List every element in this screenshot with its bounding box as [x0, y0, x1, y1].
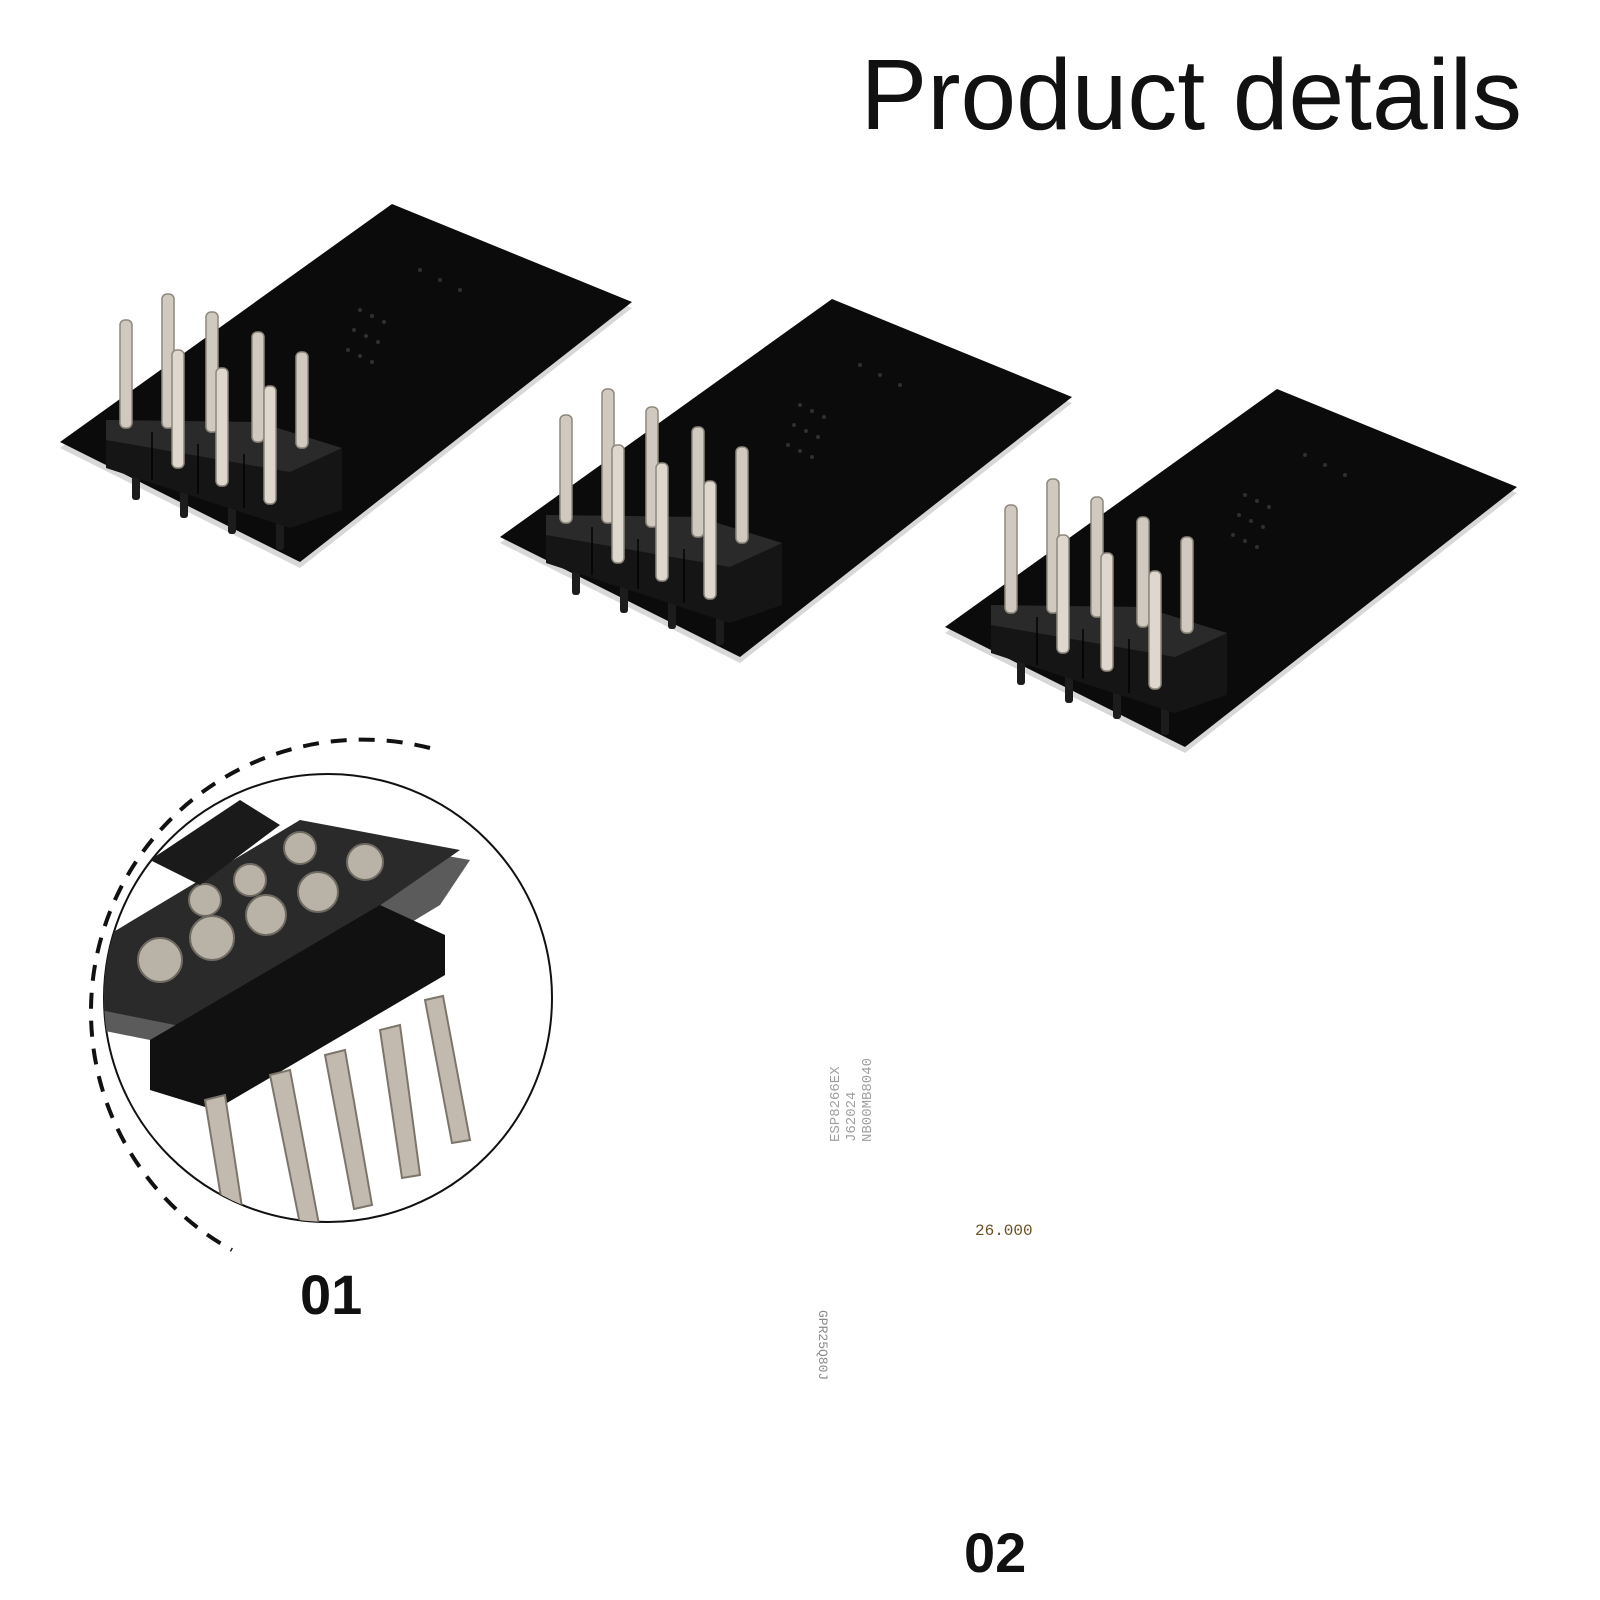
flash-marking: GPR25Q80J: [815, 1310, 830, 1381]
crystal-marking: 26.000: [975, 1222, 1033, 1240]
detail-label-02: 02: [964, 1521, 1027, 1584]
page-title: Product details: [860, 39, 1522, 151]
detail-01: [89, 737, 553, 1252]
mcu-line-1: ESP8266EX: [828, 1066, 844, 1142]
module-3: [944, 388, 1518, 754]
detail-label-01: 01: [300, 1263, 363, 1326]
mcu-marking: ESP8266EX J62024 NB00MB8040: [828, 1058, 876, 1142]
mcu-line-2: J62024: [844, 1091, 860, 1142]
mcu-line-3: NB00MB8040: [860, 1057, 876, 1142]
